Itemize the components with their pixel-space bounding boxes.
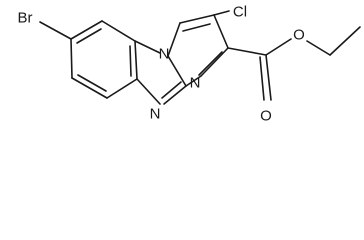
atom-labels: Br Cl N N N O O [18, 4, 305, 125]
ester-group [227, 26, 361, 101]
benzene-ring [70, 20, 138, 99]
chlorine-substituent [213, 10, 230, 16]
pyrimidine-ring [167, 14, 229, 87]
bromine-substituent [39, 21, 72, 40]
atom-label-o-carbonyl: O [260, 108, 272, 125]
imidazole-ring [134, 40, 187, 105]
atom-label-br: Br [18, 10, 33, 27]
atom-label-o-ester: O [293, 27, 305, 44]
atom-label-cl: Cl [233, 4, 247, 21]
molecule-structure: Br Cl N N N O O [18, 4, 361, 125]
atom-label-n-pyrimidine: N [190, 75, 201, 92]
atom-label-n-bridge: N [159, 46, 170, 63]
atom-label-n-imidazole: N [150, 106, 161, 123]
